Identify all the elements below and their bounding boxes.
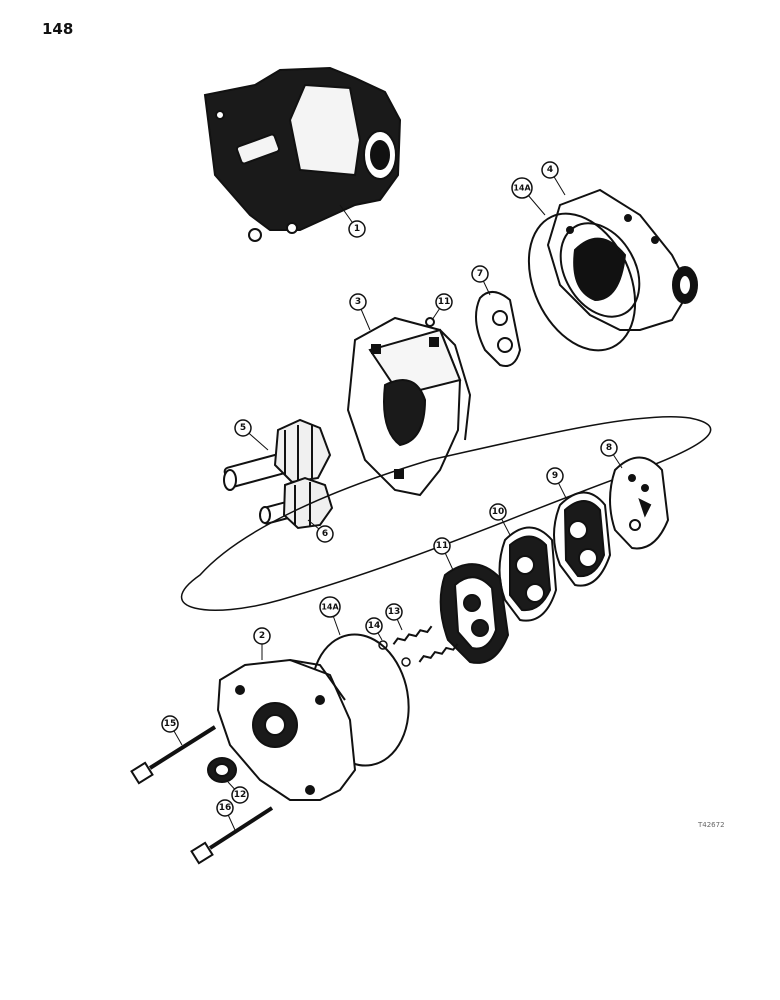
svg-text:7: 7 [477, 269, 483, 279]
grouping-loop [181, 415, 712, 611]
part-2-front-housing [216, 658, 357, 801]
callout-11-upper: 11 [435, 293, 453, 311]
part-14a-oring-upper [527, 212, 637, 352]
part-5-drive-gear [223, 418, 332, 491]
svg-text:15: 15 [164, 719, 177, 729]
svg-text:4: 4 [547, 165, 553, 175]
svg-text:2: 2 [259, 631, 265, 641]
svg-text:11: 11 [438, 297, 451, 307]
svg-text:12: 12 [234, 790, 247, 800]
part-12-seal [207, 757, 237, 783]
callout-11-lower: 11 [433, 537, 451, 555]
callout-7: 7 [471, 265, 489, 283]
svg-text:3: 3 [355, 297, 361, 307]
part-3-gear-body [346, 316, 472, 497]
callout-1: 1 [348, 220, 366, 238]
callout-10: 10 [489, 503, 507, 521]
svg-text:8: 8 [606, 443, 612, 453]
part-15-bolt [130, 725, 217, 785]
svg-text:16: 16 [219, 803, 232, 813]
part-14-balls [378, 640, 411, 667]
part-8-wear-plate [609, 456, 670, 550]
svg-text:10: 10 [492, 507, 505, 517]
callout-5: 5 [234, 419, 252, 437]
callout-13: 13 [385, 603, 403, 621]
svg-text:13: 13 [388, 607, 401, 617]
callout-9: 9 [546, 467, 564, 485]
part-7-gasket [475, 291, 522, 367]
callout-4: 4 [541, 161, 559, 179]
part-6-driven-gear [259, 476, 334, 530]
part-9-gasket [553, 491, 612, 587]
callout-8: 8 [600, 439, 618, 457]
svg-text:6: 6 [322, 529, 328, 539]
svg-text:9: 9 [552, 471, 558, 481]
part-11-plate [439, 563, 510, 664]
part-10-gasket [498, 526, 558, 622]
callout-3: 3 [349, 293, 367, 311]
svg-text:11: 11 [436, 541, 449, 551]
part-1-assembled-pump [203, 66, 402, 242]
callout-14: 14 [365, 617, 383, 635]
part-13-springs [392, 625, 459, 663]
svg-text:14A: 14A [321, 603, 339, 612]
svg-text:1: 1 [354, 224, 360, 234]
callout-16: 16 [216, 799, 234, 817]
callout-14a-lower: 14A [319, 596, 341, 618]
callout-2: 2 [253, 627, 271, 645]
callout-6: 6 [316, 525, 334, 543]
callout-15: 15 [161, 715, 179, 733]
svg-text:14A: 14A [513, 184, 531, 193]
callout-14a-upper: 14A [511, 177, 533, 199]
callout-12: 12 [231, 786, 249, 804]
part-16-bolt [190, 806, 274, 865]
page-number: 148 [42, 20, 74, 38]
reference-code: T42672 [697, 821, 725, 829]
svg-text:5: 5 [240, 423, 246, 433]
part-4-rear-housing [546, 188, 698, 331]
svg-text:14: 14 [368, 621, 381, 631]
